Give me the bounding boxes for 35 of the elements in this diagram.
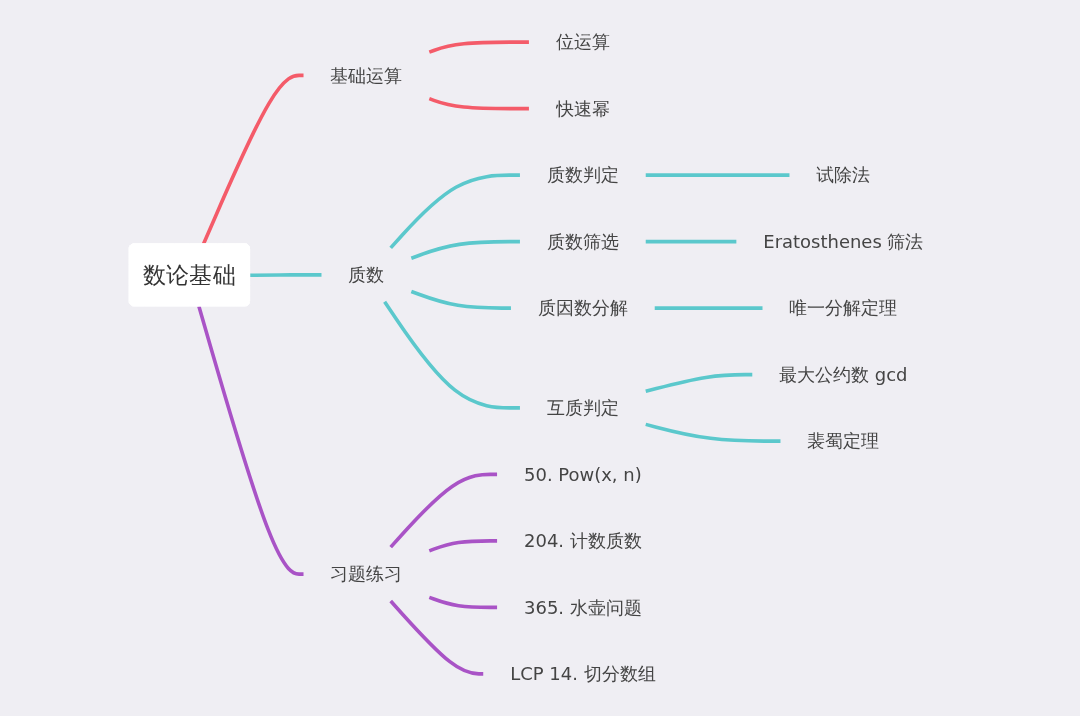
connector (383, 300, 521, 410)
node-text: 试除法 (816, 164, 871, 186)
connector (645, 173, 790, 177)
node-text: 快速幂 (556, 97, 610, 120)
node-text: 互质判定 (547, 397, 619, 419)
node-text: 唯一分解定理 (789, 297, 898, 319)
connector (645, 372, 753, 394)
node-text: 基础运算 (330, 64, 403, 87)
node-text: 质因数分解 (538, 297, 628, 319)
connector (654, 306, 763, 310)
connector (410, 289, 512, 310)
node-text: 204. 计数质数 (524, 530, 642, 552)
node-text: 位运算 (556, 31, 610, 53)
node-text: 裴蜀定理 (807, 430, 880, 452)
node-text: 50. Pow(x, n) (524, 463, 642, 486)
connector (428, 595, 498, 610)
connector (250, 273, 322, 278)
connector (389, 599, 484, 676)
node-text: Eratosthenes 筛法 (763, 230, 924, 253)
connector (428, 539, 498, 553)
connector (645, 422, 781, 443)
node-text: 习题练习 (330, 563, 403, 585)
connector (428, 40, 530, 54)
node-text: 质数判定 (547, 164, 619, 186)
node-text: 质数筛选 (547, 230, 619, 253)
node-text: 365. 水壶问题 (524, 596, 642, 619)
connector (389, 173, 521, 250)
node-text: 质数 (348, 264, 385, 286)
node-text: 最大公约数 gcd (779, 363, 908, 386)
connector (197, 305, 304, 576)
connector (389, 472, 498, 549)
node-text: LCP 14. 切分数组 (510, 663, 656, 685)
connector (645, 239, 737, 244)
connector (428, 97, 530, 111)
connector (410, 239, 521, 260)
